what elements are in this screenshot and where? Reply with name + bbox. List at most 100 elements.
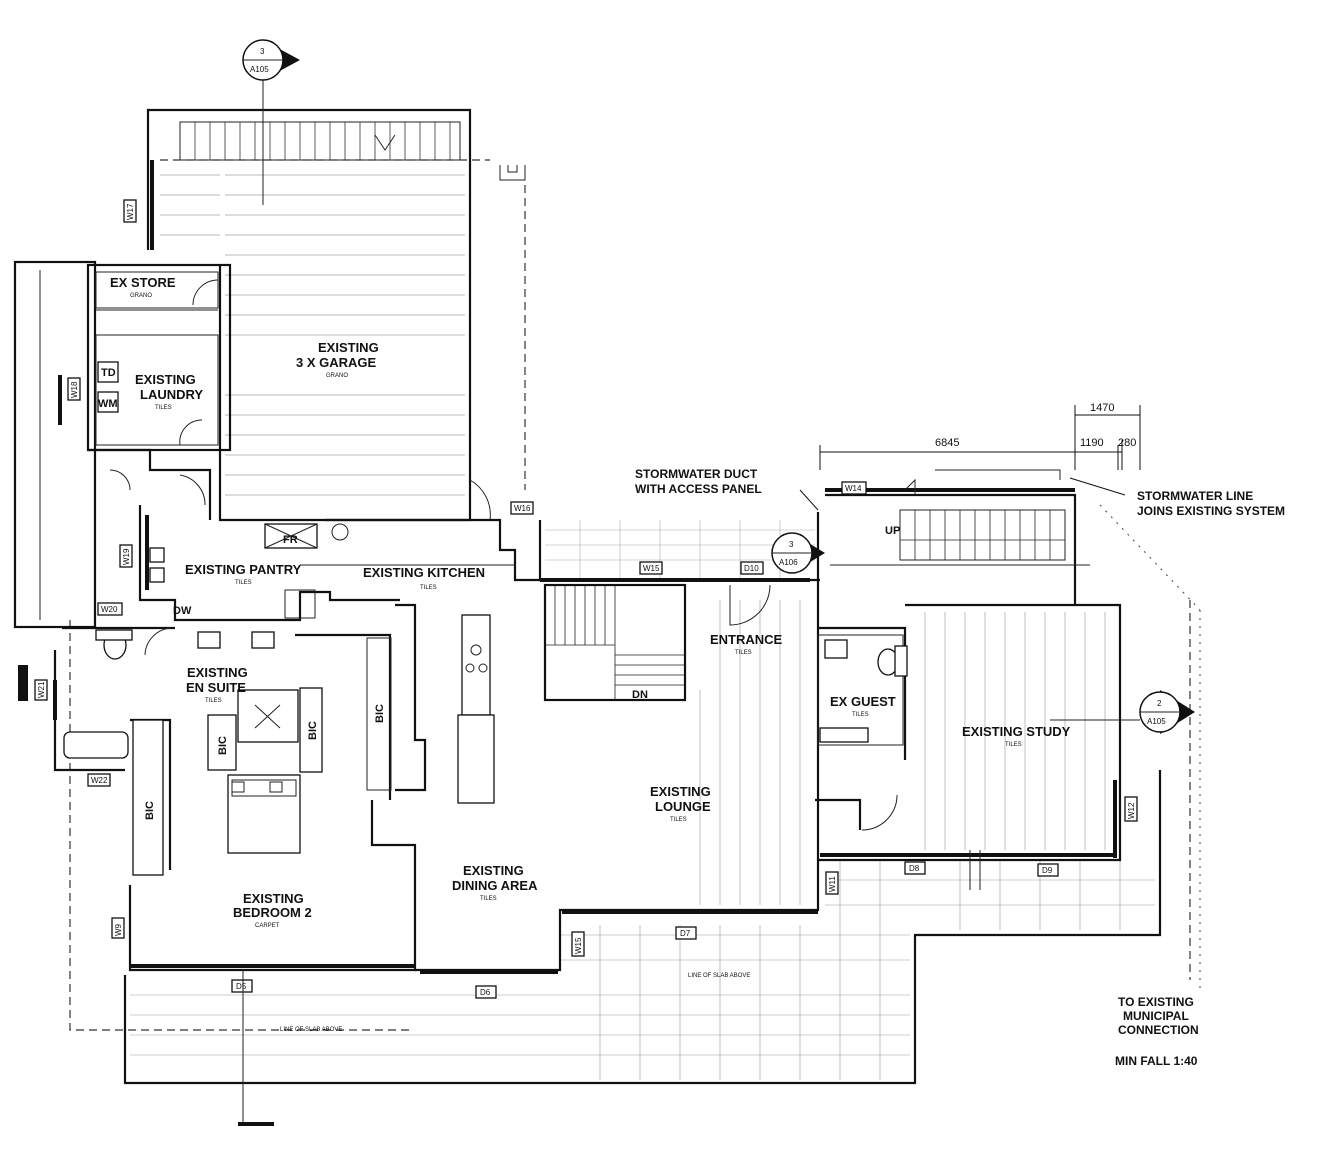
fixture-dw: DW	[173, 605, 192, 617]
fixture-bic-4: BIC	[374, 704, 386, 723]
tag-d5: D5	[236, 982, 247, 991]
upper-stair	[825, 469, 1201, 990]
tag-d9: D9	[1042, 866, 1053, 875]
ensuite	[18, 626, 275, 870]
section-entrance-num: 3	[789, 540, 794, 549]
dining-name-1: EXISTING	[463, 863, 524, 878]
ensuite-name-2: EN SUITE	[186, 680, 246, 695]
tag-w12: W12	[1127, 802, 1136, 819]
guest	[815, 512, 908, 850]
tag-d8: D8	[909, 864, 920, 873]
entrance-name: ENTRANCE	[710, 632, 783, 647]
tag-w11: W11	[828, 876, 837, 892]
study	[818, 603, 1122, 890]
section-marker-entrance: 3 A106	[771, 532, 825, 574]
municipal-line-3: CONNECTION	[1118, 1023, 1199, 1037]
fixture-labels: TD WM FR DW UP DN BIC BIC BIC BIC	[98, 367, 900, 820]
lounge-finish: TILES	[670, 817, 687, 823]
dim-1190: 1190	[1080, 437, 1104, 449]
pantry-finish: TILES	[235, 580, 252, 586]
dim-1470: 1470	[1090, 402, 1114, 414]
store-name: EX STORE	[110, 275, 176, 290]
dining-name-2: DINING AREA	[452, 878, 538, 893]
tag-w20: W20	[101, 605, 118, 614]
tag-w9: W9	[114, 923, 123, 936]
side-strip	[13, 260, 97, 629]
bedroom-name-2: BEDROOM 2	[233, 905, 312, 920]
fixture-wm: WM	[98, 398, 118, 410]
tag-w19: W19	[122, 548, 131, 565]
stormwater-line-line-1: STORMWATER LINE	[1137, 489, 1253, 503]
tag-d6: D6	[480, 988, 491, 997]
annotations: STORMWATER DUCT WITH ACCESS PANEL STORMW…	[280, 467, 1285, 1068]
fixture-bic-1: BIC	[217, 736, 229, 755]
guest-finish: TILES	[852, 712, 869, 718]
lounge-name-2: LOUNGE	[655, 799, 711, 814]
municipal-line-1: TO EXISTING	[1118, 995, 1194, 1009]
tag-w22: W22	[91, 776, 108, 785]
dimension-labels: 6845 1470 1190 280	[935, 402, 1136, 449]
tag-w21: W21	[37, 681, 46, 698]
stormwater-line-line-2: JOINS EXISTING SYSTEM	[1137, 504, 1285, 518]
dining-lounge	[395, 600, 820, 974]
fixture-dn: DN	[632, 689, 648, 701]
section-cut-end	[238, 1122, 274, 1126]
tag-w14: W14	[845, 484, 862, 493]
tag-w15: W15	[643, 564, 660, 573]
laundry-name-2: LAUNDRY	[140, 387, 203, 402]
slab-above-note-2: LINE OF SLAB ABOVE	[688, 973, 750, 979]
laundry-finish: TILES	[155, 405, 172, 411]
slab-above-note-1: LINE OF SLAB ABOVE	[280, 1027, 342, 1033]
section-top-num: 3	[260, 47, 265, 56]
tag-d10: D10	[744, 564, 759, 573]
tag-w15-lower: W15	[574, 937, 583, 954]
fixture-fr: FR	[283, 534, 298, 546]
section-cut-left	[18, 665, 28, 701]
kitchen-finish: TILES	[420, 585, 437, 591]
terrace-boundary	[69, 185, 1191, 1085]
tag-w17: W17	[126, 203, 135, 220]
fixture-bic-3: BIC	[144, 801, 156, 820]
section-marker-right: 2 A105	[1050, 690, 1195, 734]
section-top-sheet: A105	[250, 65, 269, 74]
dimensions	[799, 405, 1141, 511]
pantry-name: EXISTING PANTRY	[185, 562, 302, 577]
municipal-line-2: MUNICIPAL	[1123, 1009, 1189, 1023]
store-finish: GRANO	[130, 293, 152, 299]
store-laundry	[58, 263, 232, 452]
guest-name: EX GUEST	[830, 694, 896, 709]
min-fall-note: MIN FALL 1:40	[1115, 1054, 1198, 1068]
section-right-num: 2	[1157, 699, 1162, 708]
window-tags: W17 W18 W19 W20 W21 W22 W9 D5 D6 W15 D7 …	[34, 199, 1138, 999]
ensuite-name-1: EXISTING	[187, 665, 248, 680]
stormwater-duct-line-2: WITH ACCESS PANEL	[635, 482, 762, 496]
fixture-td: TD	[101, 367, 116, 379]
dining-finish: TILES	[480, 896, 497, 902]
tag-w18: W18	[70, 381, 79, 398]
lounge-name-1: EXISTING	[650, 784, 711, 799]
fixture-up: UP	[885, 525, 900, 537]
dim-280: 280	[1118, 437, 1136, 449]
laundry-name-1: EXISTING	[135, 372, 196, 387]
garage-name-1: EXISTING	[318, 340, 379, 355]
kitchen-name: EXISTING KITCHEN	[363, 565, 485, 580]
terrace-grid	[130, 860, 1155, 1080]
room-labels: EX STORE GRANO EXISTING LAUNDRY TILES EX…	[110, 275, 1071, 929]
stair-entrance	[538, 520, 820, 702]
bedroom-finish: CARPET	[255, 923, 280, 929]
pantry-kitchen	[88, 448, 540, 622]
garage-name-2: 3 X GARAGE	[296, 355, 377, 370]
section-right-sheet: A105	[1147, 717, 1166, 726]
fixture-bic-2: BIC	[307, 721, 319, 740]
garage-finish: GRANO	[326, 373, 348, 379]
stormwater-duct-line-1: STORMWATER DUCT	[635, 467, 758, 481]
bedroom-name-1: EXISTING	[243, 891, 304, 906]
bedroom	[128, 633, 417, 972]
ensuite-finish: TILES	[205, 698, 222, 704]
dim-6845: 6845	[935, 437, 959, 449]
tag-d7: D7	[680, 929, 691, 938]
section-entrance-sheet: A106	[779, 558, 798, 567]
tag-w16: W16	[514, 504, 531, 513]
entrance-finish: TILES	[735, 650, 752, 656]
